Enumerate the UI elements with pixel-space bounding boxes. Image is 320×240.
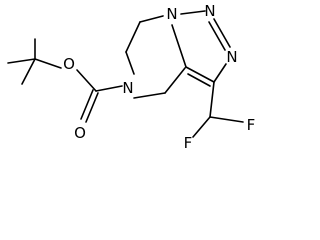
atom-label-n3: N xyxy=(226,48,237,66)
bond-tbu-methyl-left xyxy=(7,58,36,64)
bond-chf2-to-f-right xyxy=(209,116,244,123)
bond-c3-c3a-double-2 xyxy=(187,73,211,87)
bond-c3-c3a-double-1 xyxy=(185,66,215,83)
bond-n1-to-n2 xyxy=(180,10,206,15)
bond-c3-to-chf2 xyxy=(209,81,215,118)
bond-c7-to-n1 xyxy=(139,15,164,23)
bond-carbonyl-double-1 xyxy=(85,92,99,123)
bond-n5-to-c6 xyxy=(125,51,135,75)
bond-tbu-methyl-bottom xyxy=(21,58,36,85)
bond-n3-to-c3 xyxy=(213,63,227,83)
atom-label-f-bottom: F xyxy=(184,134,193,152)
atom-label-n5: N xyxy=(122,79,133,97)
bond-ester-o-to-carbonyl-c xyxy=(76,69,97,92)
bond-carbonyl-double-2 xyxy=(80,89,94,120)
atom-label-f-right: F xyxy=(247,116,256,134)
molecule-structure: O O N N N N F F xyxy=(7,2,255,152)
atom-label-n1: N xyxy=(166,5,177,23)
bond-n2-n3-double-1 xyxy=(213,18,231,48)
bond-carbonyl-c-to-n5 xyxy=(95,85,123,92)
atom-labels: O O N N N N F F xyxy=(63,2,255,152)
atom-label-ester-oxygen: O xyxy=(63,55,75,73)
atom-label-carbonyl-oxygen: O xyxy=(74,124,86,142)
bond-c4-to-c3a xyxy=(164,67,186,94)
bond-chf2-to-f-bottom xyxy=(192,116,211,138)
bond-tbu-to-ester-o xyxy=(34,58,62,69)
atom-label-n2: N xyxy=(204,2,215,20)
bonds xyxy=(7,10,244,138)
bond-n2-n3-double-2 xyxy=(208,21,226,51)
bond-c6-to-c7 xyxy=(125,21,141,53)
bond-n5-to-c4 xyxy=(133,92,166,99)
bond-n1-to-c7a xyxy=(171,24,187,68)
